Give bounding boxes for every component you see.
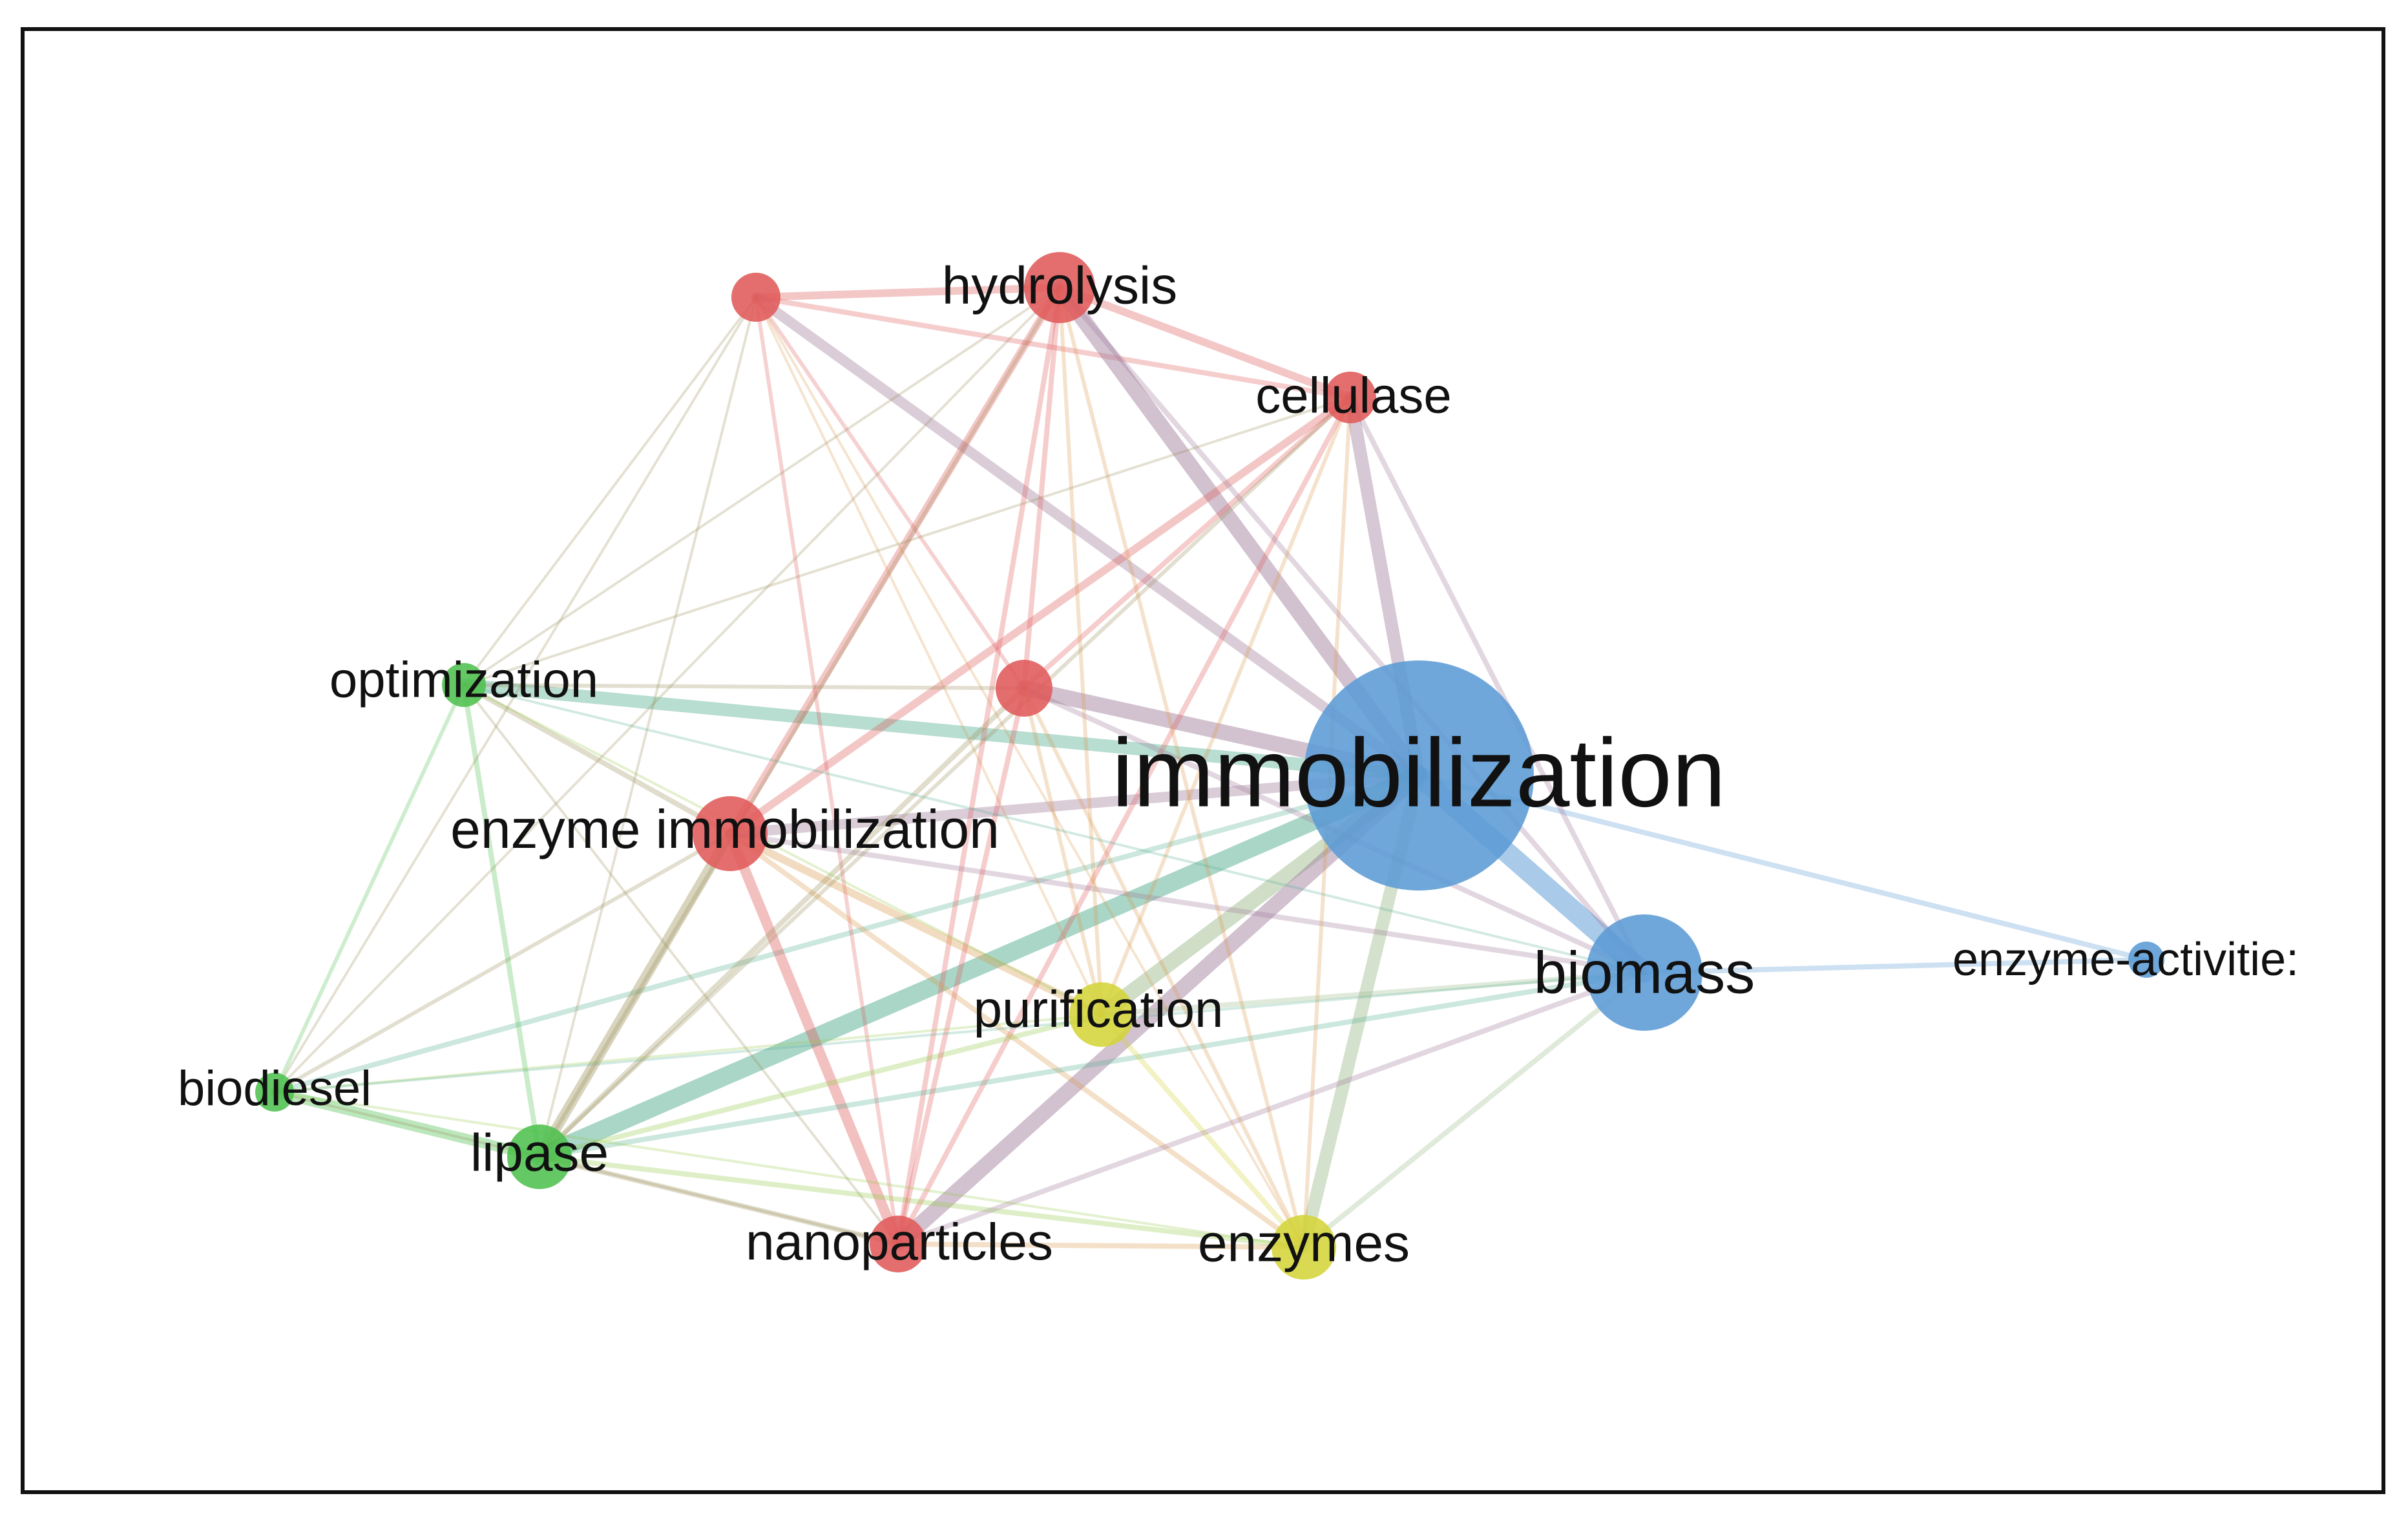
link-lipase-immobilization [530, 766, 1428, 1166]
link-red-unlabeled-mid-lipase [537, 686, 1027, 1159]
node-label-lipase: lipase [470, 1124, 609, 1183]
link-nanoparticles-immobilization [890, 768, 1427, 1252]
node-red-unlabeled-mid[interactable] [996, 660, 1052, 717]
node-biomass[interactable] [1586, 914, 1702, 1031]
link-hydrolysis-lipase [538, 286, 1062, 1159]
diagram-frame [21, 27, 2385, 1494]
link-nanoparticles-biomass [895, 970, 1647, 1247]
node-lipase[interactable] [507, 1124, 572, 1189]
link-enzyme-immobilization-biodiesel [273, 832, 732, 1094]
link-lipase-biomass [537, 970, 1647, 1159]
link-enzyme-immobilization-nanoparticles [725, 828, 903, 1249]
link-lipase-enzymes [537, 1154, 1306, 1250]
link-enzyme-immobilization-biomass [728, 831, 1647, 975]
link-red-unlabeled-mid-nanoparticles [895, 686, 1027, 1247]
link-red-unlabeled-top-lipase [538, 296, 757, 1158]
link-biodiesel-biomass [273, 971, 1646, 1093]
link-enzyme-immobilization-enzymes [728, 831, 1306, 1250]
node-label-nanoparticles: nanoparticles [746, 1213, 1053, 1271]
link-red-unlabeled-top-immobilization [751, 292, 1424, 781]
link-optimization-purification [463, 684, 1103, 1016]
link-lipase-nanoparticles [537, 1154, 901, 1247]
link-optimization-lipase [461, 682, 542, 1159]
node-label-enzyme-immobilization: enzyme immobilization [450, 799, 1000, 859]
link-enzyme-immobilization-purification [726, 830, 1105, 1018]
node-optimization[interactable] [442, 663, 486, 707]
link-red-unlabeled-top-enzymes [755, 296, 1305, 1249]
node-cellulase[interactable] [1324, 372, 1376, 423]
link-biodiesel-enzymes [273, 1091, 1305, 1249]
node-label-enzymes: enzymes [1198, 1214, 1410, 1273]
link-red-unlabeled-top-purification [755, 296, 1103, 1016]
link-red-unlabeled-top-red-unlabeled-mid [754, 295, 1026, 690]
link-biodiesel-lipase [269, 1087, 545, 1162]
link-red-unlabeled-top-biodiesel [273, 296, 757, 1093]
link-hydrolysis-enzyme-immobilization [726, 284, 1063, 838]
link-cellulase-optimization [463, 396, 1352, 686]
node-enzymes[interactable] [1272, 1215, 1336, 1280]
link-red-unlabeled-top-nanoparticles [754, 295, 900, 1246]
link-nanoparticles-enzymes [895, 1241, 1306, 1250]
node-biodiesel[interactable] [255, 1073, 294, 1112]
nodes-layer [255, 252, 2164, 1280]
link-enzyme-activities-immobilization [1416, 773, 2149, 962]
link-biodiesel-immobilization [272, 773, 1421, 1095]
link-red-unlabeled-top-cellulase [753, 295, 1353, 400]
node-enzyme-immobilization[interactable] [693, 796, 768, 871]
link-hydrolysis-purification [1058, 286, 1104, 1017]
link-cellulase-enzyme-immobilization [726, 394, 1354, 838]
link-hydrolysis-enzymes [1058, 286, 1306, 1249]
link-enzyme-immobilization-lipase [534, 828, 735, 1162]
link-hydrolysis-biodiesel [273, 286, 1061, 1093]
link-red-unlabeled-mid-optimization [462, 683, 1026, 690]
link-enzyme-immobilization-optimization [461, 682, 733, 836]
link-red-unlabeled-mid-purification [1022, 686, 1104, 1017]
link-hydrolysis-optimization [463, 286, 1061, 686]
labels-layer: immobilization biomass enzyme-activitie: hy… [178, 257, 2299, 1273]
link-hydrolysis-red-unlabeled-mid [1021, 285, 1062, 691]
link-enzymes-biomass [1301, 970, 1647, 1250]
link-cellulase-lipase [538, 395, 1352, 1159]
node-label-biomass: biomass [1534, 940, 1755, 1006]
node-nanoparticles[interactable] [870, 1216, 927, 1272]
link-cellulase-purification [1100, 395, 1352, 1017]
node-red-unlabeled-top[interactable] [731, 273, 780, 322]
link-biomass-enzyme-activities [1642, 957, 2149, 975]
link-red-unlabeled-mid-enzymes [1022, 686, 1306, 1249]
node-hydrolysis[interactable] [1024, 252, 1095, 323]
link-biodiesel-purification [273, 1013, 1103, 1093]
link-cellulase-biomass [1348, 395, 1647, 975]
node-label-immobilization: immobilization [1112, 719, 1726, 827]
link-hydrolysis-biomass [1057, 285, 1647, 975]
link-purification-biomass [1099, 970, 1647, 1017]
link-cellulase-nanoparticles [895, 395, 1353, 1247]
link-optimization-nanoparticles [463, 684, 899, 1245]
node-label-purification: purification [974, 980, 1224, 1038]
node-immobilization[interactable] [1304, 660, 1534, 891]
node-label-optimization: optimization [330, 651, 598, 708]
node-purification[interactable] [1069, 982, 1134, 1047]
link-red-unlabeled-top-optimization [463, 296, 757, 686]
link-cellulase-red-unlabeled-mid [1021, 395, 1353, 691]
link-biodiesel-nanoparticles [273, 1091, 899, 1245]
node-label-cellulase: cellulase [1255, 367, 1452, 424]
link-optimization-biomass [463, 684, 1646, 974]
link-optimization-immobilization [457, 679, 1425, 782]
node-label-biodiesel: biodiesel [178, 1061, 372, 1116]
link-hydrolysis-red-unlabeled-top [752, 284, 1063, 301]
link-hydrolysis-cellulase [1056, 284, 1354, 401]
node-label-enzyme-activities: enzyme-activitie: [1953, 934, 2299, 986]
node-label-hydrolysis: hydrolysis [942, 257, 1178, 315]
link-optimization-biodiesel [273, 683, 466, 1094]
node-enzyme-activities[interactable] [2128, 942, 2164, 978]
link-hydrolysis-nanoparticles [895, 285, 1062, 1247]
link-purification-enzymes [1099, 1012, 1306, 1250]
link-lipase-purification [537, 1012, 1104, 1159]
link-enzyme-immobilization-immobilization [725, 770, 1424, 839]
